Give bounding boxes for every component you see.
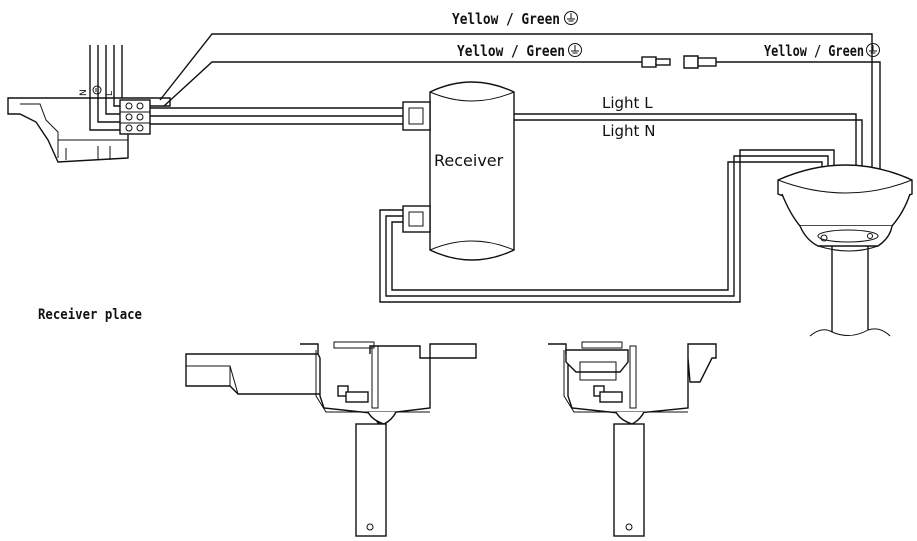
ground-symbol-icon <box>564 11 578 25</box>
light-n-label: Light N <box>602 122 655 140</box>
yellow-green-label-middle: Yellow / Green <box>457 42 565 60</box>
receiver-label: Receiver <box>434 151 504 170</box>
terminal-l-label: L <box>105 91 115 96</box>
terminal-n-label: N <box>79 89 89 96</box>
yellow-green-label-top: Yellow / Green <box>452 10 560 28</box>
receiver-unit <box>402 81 515 261</box>
ground-symbol-icon <box>866 43 880 57</box>
ground-wire-top <box>159 33 873 170</box>
receiver-place-label: Receiver place <box>38 307 142 323</box>
terminal-block <box>119 99 151 135</box>
light-l-label: Light L <box>602 94 653 112</box>
ground-connector <box>641 55 717 69</box>
mounting-bracket <box>7 45 171 163</box>
light-wires <box>379 113 863 303</box>
yellow-green-label-right: Yellow / Green <box>764 42 864 60</box>
ground-wire-middle <box>163 61 881 170</box>
supply-to-receiver-wires <box>150 107 403 125</box>
ground-symbol-icon <box>568 43 582 57</box>
receiver-place-illustration-left <box>185 341 477 537</box>
receiver-place-illustration-right <box>548 341 717 537</box>
terminal-ground-icon <box>92 85 102 95</box>
fan-canopy <box>777 164 913 337</box>
